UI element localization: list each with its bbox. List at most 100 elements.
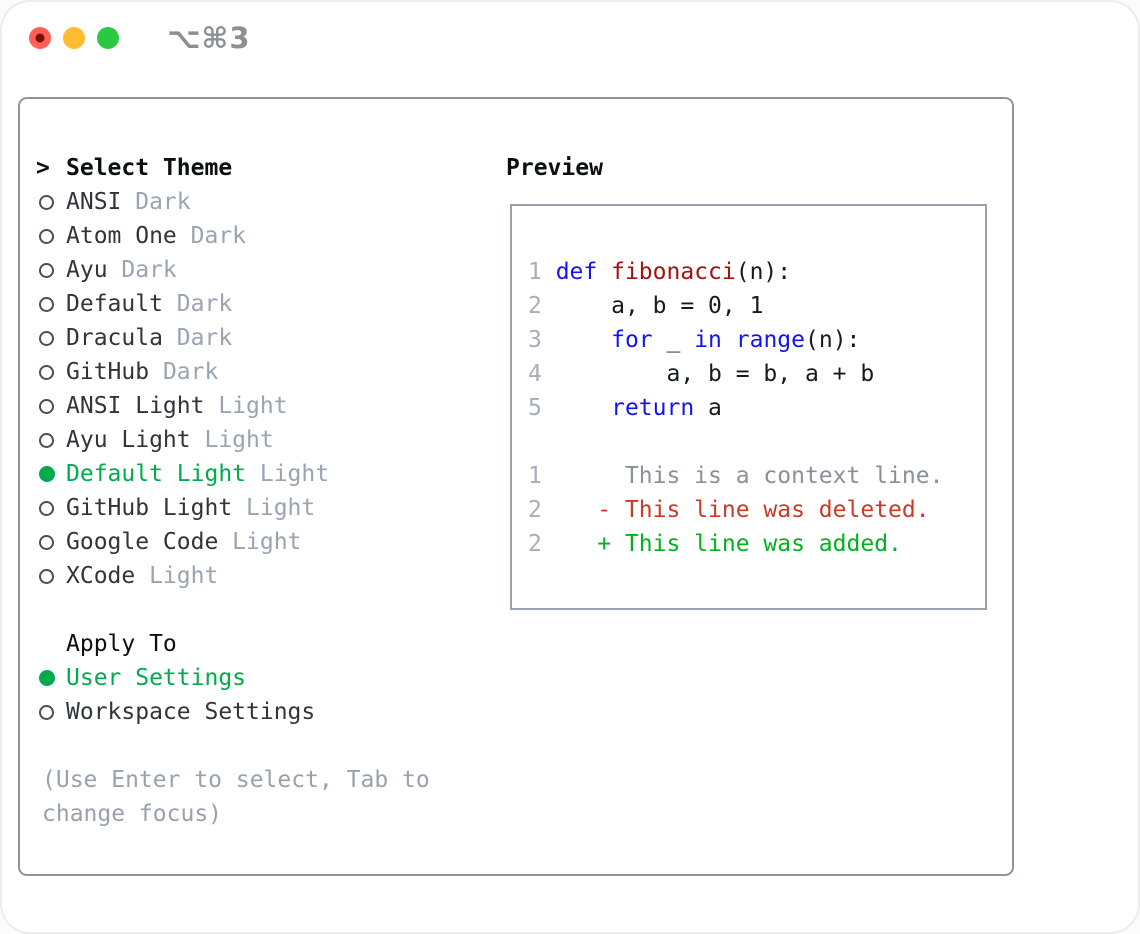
theme-option[interactable]: GitHub Light Light	[36, 491, 482, 525]
theme-option[interactable]: XCode Light	[36, 559, 482, 593]
code-segment: 2	[528, 497, 542, 523]
radio-icon	[36, 194, 66, 210]
radio-icon	[36, 432, 66, 448]
theme-variant-tag: Light	[149, 563, 219, 589]
apply-to-label: User Settings	[66, 665, 247, 691]
theme-option[interactable]: Ayu Light Light	[36, 423, 482, 457]
theme-variant-tag: Light	[218, 393, 288, 419]
code-segment	[542, 395, 611, 421]
window-controls	[29, 27, 119, 49]
code-segment: (n):	[805, 327, 861, 353]
code-segment: fibonacci	[611, 259, 736, 285]
code-segment: range	[735, 327, 806, 353]
code-segment	[542, 497, 597, 523]
apply-to-title: Apply To	[66, 631, 177, 657]
code-segment: - This line was deleted.	[597, 497, 930, 523]
theme-name: Default	[66, 291, 163, 317]
theme-variant-tag: Light	[204, 427, 274, 453]
radio-selected-icon	[36, 466, 66, 482]
theme-variant-tag: Dark	[135, 189, 191, 215]
radio-dot	[39, 466, 55, 482]
radio-ring	[39, 398, 54, 414]
close-button[interactable]	[29, 27, 51, 49]
apply-to-option[interactable]: User Settings	[36, 661, 482, 695]
code-segment: + This line was added.	[597, 531, 902, 557]
radio-selected-icon	[36, 670, 66, 686]
theme-variant-tag: Dark	[121, 257, 177, 283]
code-line: 4 a, b = b, a + b	[528, 357, 985, 391]
radio-icon	[36, 398, 66, 414]
theme-name: Atom One	[66, 223, 177, 249]
radio-ring	[39, 330, 54, 346]
help-hint-line-2: change focus)	[42, 801, 223, 827]
radio-icon	[36, 500, 66, 516]
preview-title: Preview	[506, 155, 603, 181]
theme-option[interactable]: Atom One Dark	[36, 219, 482, 253]
theme-variant-tag: Dark	[190, 223, 247, 249]
radio-ring	[39, 364, 54, 380]
theme-variant-tag: Dark	[162, 359, 219, 385]
code-line: 5 return a	[528, 391, 985, 425]
caret-icon: >	[36, 155, 50, 181]
theme-variant-tag: Light	[246, 495, 316, 521]
theme-option[interactable]: ANSI Dark	[36, 185, 482, 219]
radio-icon	[36, 262, 66, 278]
code-line: 1 This is a context line.	[528, 459, 985, 493]
code-segment: 1	[528, 259, 556, 285]
radio-icon	[36, 228, 66, 244]
theme-variant-tag: Light	[259, 461, 330, 487]
select-theme-header-row: > Select Theme	[36, 151, 482, 185]
radio-icon	[36, 704, 66, 720]
code-segment: 4	[528, 361, 542, 387]
apply-to-option[interactable]: Workspace Settings	[36, 695, 482, 729]
radio-ring	[39, 262, 54, 278]
theme-name: ANSI	[66, 189, 122, 215]
theme-variant-tag: Dark	[176, 291, 233, 317]
code-line: 3 for _ in range(n):	[528, 323, 985, 357]
window-title-shortcut: ⌥⌘3	[167, 21, 251, 55]
radio-ring	[39, 704, 54, 720]
radio-ring	[39, 296, 54, 312]
code-line: 1 def fibonacci(n):	[528, 255, 985, 289]
help-hint-line-1: (Use Enter to select, Tab to	[42, 767, 430, 793]
theme-name: GitHub Light	[66, 495, 233, 521]
code-segment: a, b = b, a + b	[541, 361, 875, 387]
theme-name: XCode	[66, 563, 136, 589]
code-segment	[597, 259, 611, 285]
code-segment: _	[652, 327, 695, 353]
close-button-dot	[35, 33, 45, 43]
code-line: 2 - This line was deleted.	[528, 493, 985, 527]
theme-option[interactable]: Default Dark	[36, 287, 482, 321]
code-line	[528, 425, 985, 459]
code-segment: 2	[528, 531, 542, 557]
theme-name: Ayu Light	[66, 427, 191, 453]
theme-name: Ayu	[66, 257, 108, 283]
apply-to-label: Workspace Settings	[66, 699, 316, 725]
spacer	[36, 729, 482, 763]
code-segment	[542, 531, 597, 557]
code-segment: (n):	[735, 259, 792, 285]
code-segment: a, b = 0, 1	[541, 293, 764, 319]
code-line: 2 + This line was added.	[528, 527, 985, 561]
theme-name: GitHub	[66, 359, 150, 385]
zoom-button[interactable]	[97, 27, 119, 49]
theme-option[interactable]: Ayu Dark	[36, 253, 482, 287]
code-segment: def	[555, 259, 598, 285]
radio-ring	[39, 500, 54, 516]
theme-name: Google Code	[66, 529, 219, 555]
theme-variant-tag: Dark	[176, 325, 233, 351]
minimize-button[interactable]	[63, 27, 85, 49]
code-line: 2 a, b = 0, 1	[528, 289, 985, 323]
selection-caret-marker: >	[36, 151, 66, 185]
radio-ring	[39, 228, 54, 244]
theme-option[interactable]: GitHub Dark	[36, 355, 482, 389]
select-theme-title: Select Theme	[66, 155, 233, 181]
code-line	[528, 221, 985, 255]
